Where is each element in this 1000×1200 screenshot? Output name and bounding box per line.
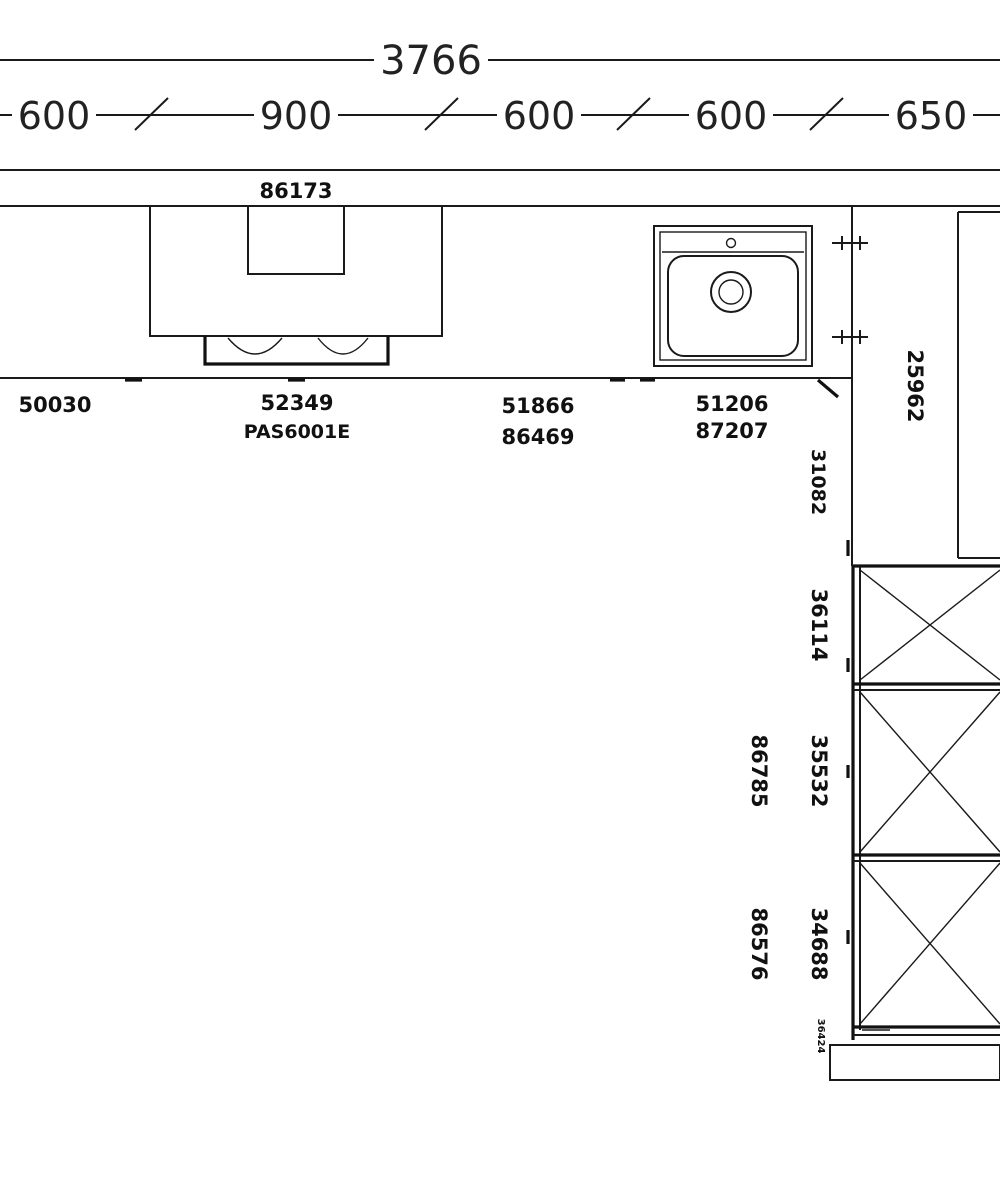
side-code-1: 36114 [807, 588, 831, 661]
overall-dimension: 3766 [0, 38, 1000, 84]
base-mid-code-2: 86469 [501, 425, 574, 449]
cabinet-3 [853, 860, 1000, 1029]
segment-tick [424, 97, 459, 131]
hob-cabinet-code: 52349 [260, 391, 333, 415]
hood-outline [247, 205, 345, 275]
back-wall [0, 169, 1000, 207]
right-tall-unit [957, 211, 1000, 559]
sink-basin [667, 255, 799, 357]
hood-code: 86173 [259, 179, 332, 203]
overall-dimension-label: 3766 [380, 38, 482, 84]
right-wall-code: 25962 [903, 349, 927, 422]
worktop-run [0, 206, 853, 566]
segment-label-5: 650 [895, 94, 968, 138]
side-end-code: 36424 [815, 1019, 826, 1054]
tap-hole [725, 237, 737, 249]
cabinet-2 [853, 689, 1000, 857]
oven-handle-bar [203, 336, 390, 366]
side-code-3b: 34688 [807, 907, 831, 980]
segment-label-4: 600 [695, 94, 768, 138]
burner-knob [317, 337, 369, 355]
segment-label-1: 600 [18, 94, 91, 138]
sink-outer-rim [653, 225, 813, 367]
cooktop-outline [149, 205, 443, 337]
side-code-3a: 86576 [747, 907, 771, 980]
hob-model-code: PAS6001E [244, 421, 350, 443]
base-mid-code-1: 51866 [501, 394, 574, 418]
burner-knob [227, 337, 283, 355]
wall-markers [832, 236, 868, 344]
sink-cabinet-code: 51206 [695, 392, 768, 416]
side-code-2a: 86785 [747, 734, 771, 807]
drain-outer [710, 271, 752, 313]
side-code-2b: 35532 [807, 734, 831, 807]
segment-tick [616, 97, 651, 131]
drain-inner [718, 279, 744, 305]
base-left-code: 50030 [18, 393, 91, 417]
sink [653, 225, 813, 367]
right-cabinet-column [829, 540, 1000, 1081]
cooktop [149, 205, 443, 366]
end-plinth [829, 1044, 1000, 1081]
segment-tick [134, 97, 169, 131]
segment-tick [809, 97, 844, 131]
segment-label-2: 900 [260, 94, 333, 138]
segment-dimensions: 600 900 600 600 650 [0, 93, 1000, 138]
cabinet-1 [853, 569, 1000, 686]
sink-model-code: 87207 [695, 419, 768, 443]
segment-label-3: 600 [503, 94, 576, 138]
corner-code: 31082 [807, 449, 829, 515]
